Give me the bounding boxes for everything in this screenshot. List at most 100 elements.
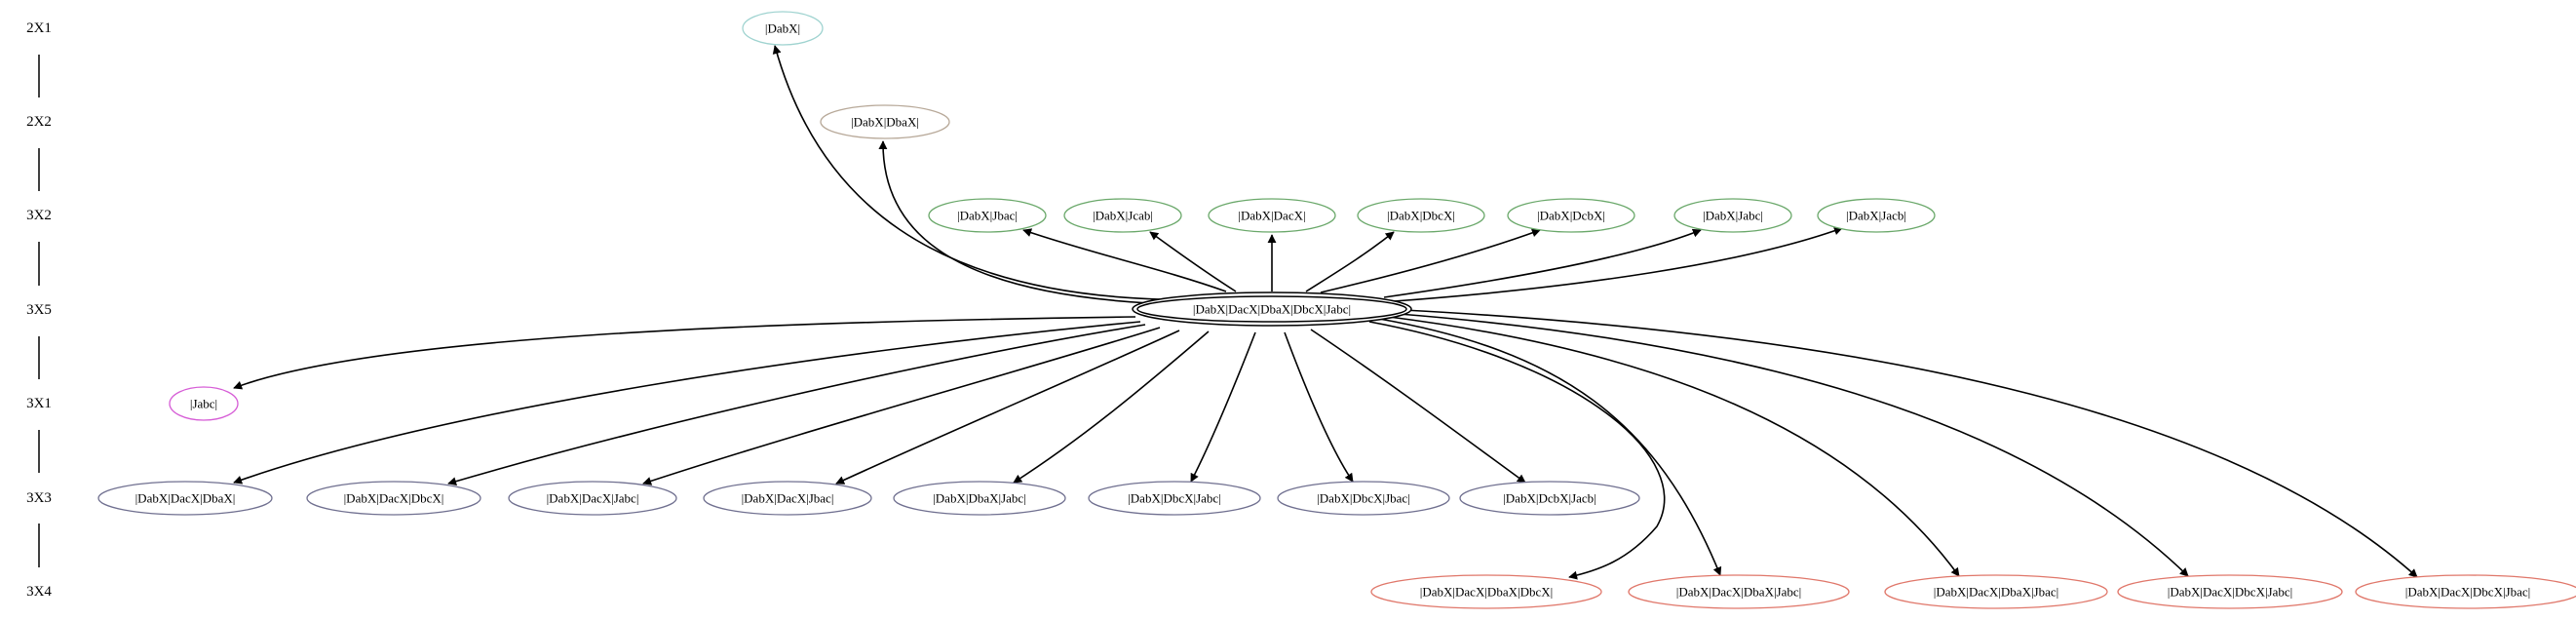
node-n2[interactable]: |DabX|DbaX| — [820, 104, 950, 139]
node-n21[interactable]: |DabX|DacX|DbaX|Jbac| — [1884, 574, 2108, 609]
node-ellipse — [169, 386, 239, 421]
node-label: |Jabc| — [190, 397, 217, 411]
node-label: |DabX|DacX|DbaX|DbcX| — [1420, 585, 1553, 600]
node-ellipse — [1673, 198, 1792, 233]
edge-c-n10 — [233, 316, 1136, 390]
rank-label: 3X3 — [26, 490, 52, 506]
node-label: |DabX|DbaX|Jabc| — [933, 491, 1026, 506]
node-n4[interactable]: |DabX|Jcab| — [1063, 198, 1182, 233]
rank-label: 3X4 — [26, 584, 52, 600]
node-label: |DabX|DcbX| — [1537, 209, 1605, 223]
node-n17[interactable]: |DabX|DbcX|Jbac| — [1277, 481, 1450, 516]
edge-c-n4 — [1149, 231, 1237, 292]
node-label: |DabX|DacX|DbcX|Jbac| — [2405, 585, 2531, 600]
node-label: |DabX|DbcX|Jbac| — [1317, 491, 1410, 506]
node-n15[interactable]: |DabX|DbaX|Jabc| — [893, 481, 1066, 516]
edges — [233, 45, 2418, 580]
node-ellipse — [2117, 574, 2343, 609]
edge-c-n3 — [1022, 228, 1227, 292]
node-n16[interactable]: |DabX|DbcX|Jabc| — [1088, 481, 1261, 516]
node-n8[interactable]: |DabX|Jabc| — [1673, 198, 1792, 233]
node-label: |DabX|Jacb| — [1846, 209, 1906, 223]
node-label: |DabX|DbcX|Jabc| — [1128, 491, 1221, 506]
edge-c-n13 — [642, 327, 1161, 485]
node-ellipse — [928, 198, 1047, 233]
edge-c-n16 — [1190, 331, 1256, 483]
edge-c-n23 — [1403, 309, 2418, 578]
center-node[interactable]: |DabX|DacX|DbaX|DbcX|Jabc| — [1132, 291, 1412, 327]
node-label: |DabX|DcbX|Jacb| — [1503, 491, 1596, 506]
edge-c-n8 — [1383, 228, 1702, 298]
node-ellipse — [1277, 481, 1450, 516]
node-ellipse — [703, 481, 872, 516]
node-label: |DabX|DacX|DbcX|Jabc| — [2168, 585, 2293, 600]
node-ellipse — [1357, 198, 1485, 233]
node-label: |DabX|DacX|DbaX|Jbac| — [1934, 585, 2059, 600]
node-ellipse — [2355, 574, 2576, 609]
node-ellipse — [306, 481, 481, 516]
edge-c-n2 — [878, 140, 1151, 304]
node-ellipse — [893, 481, 1066, 516]
node-ellipse — [1370, 574, 1602, 609]
rank-label: 2X2 — [26, 114, 52, 130]
edge-c-n21 — [1388, 316, 1960, 577]
node-label: |DabX|DacX|DbaX| — [135, 491, 236, 506]
rank-axis: 2X1 2X2 3X2 3X5 3X1 3X3 3X4 — [26, 20, 52, 600]
node-ellipse — [1628, 574, 1850, 609]
edge-c-n7 — [1320, 228, 1541, 293]
node-ellipse — [1459, 481, 1640, 516]
node-ellipse — [97, 481, 273, 516]
node-label: |DabX|DbaX| — [851, 115, 919, 130]
node-n20[interactable]: |DabX|DacX|DbaX|Jabc| — [1628, 574, 1850, 609]
node-ellipse — [1208, 198, 1336, 233]
node-label: |DabX|DacX|DbaX|Jabc| — [1676, 585, 1802, 600]
node-n13[interactable]: |DabX|DacX|Jabc| — [508, 481, 677, 516]
rank-label: 3X5 — [26, 302, 52, 318]
edge-c-n1 — [772, 45, 1161, 300]
edge-c-n20 — [1378, 318, 1722, 576]
node-ellipse — [1136, 295, 1407, 323]
node-label: |DabX|Jbac| — [957, 209, 1018, 223]
edge-c-n22 — [1398, 313, 2189, 577]
node-n9[interactable]: |DabX|Jacb| — [1817, 198, 1936, 233]
node-n10[interactable]: |Jabc| — [169, 386, 239, 421]
edge-c-n12 — [447, 324, 1146, 486]
node-label: |DabX|DacX|DbaX|DbcX|Jabc| — [1193, 302, 1351, 317]
node-n18[interactable]: |DabX|DcbX|Jacb| — [1459, 481, 1640, 516]
node-n6[interactable]: |DabX|DbcX| — [1357, 198, 1485, 233]
node-label: |DabX|DacX| — [1238, 209, 1305, 223]
node-n14[interactable]: |DabX|DacX|Jbac| — [703, 481, 872, 516]
node-n11[interactable]: |DabX|DacX|DbaX| — [97, 481, 273, 516]
rank-label: 2X1 — [26, 20, 52, 36]
node-label: |DabX|DacX|Jabc| — [547, 491, 639, 506]
node-n3[interactable]: |DabX|Jbac| — [928, 198, 1047, 233]
node-ellipse — [1884, 574, 2108, 609]
node-ellipse — [1088, 481, 1261, 516]
node-n19[interactable]: |DabX|DacX|DbaX|DbcX| — [1370, 574, 1602, 609]
node-n5[interactable]: |DabX|DacX| — [1208, 198, 1336, 233]
node-label: |DabX|Jcab| — [1093, 209, 1153, 223]
edge-c-n14 — [835, 330, 1180, 485]
node-n23[interactable]: |DabX|DacX|DbcX|Jbac| — [2355, 574, 2576, 609]
node-label: |DabX|DacX|Jbac| — [742, 491, 834, 506]
node-ellipse — [742, 11, 824, 46]
rank-label: 3X1 — [26, 396, 52, 411]
node-ellipse — [820, 104, 950, 139]
rank-label: 3X2 — [26, 208, 52, 223]
node-n12[interactable]: |DabX|DacX|DbcX| — [306, 481, 481, 516]
node-ellipse — [1507, 198, 1635, 233]
edge-c-n15 — [1013, 330, 1210, 484]
edge-c-n11 — [233, 321, 1141, 485]
nodes: |DabX| |DabX|DbaX| |DabX|Jbac| |DabX|Jcab| |… — [97, 11, 2576, 609]
node-n22[interactable]: |DabX|DacX|DbcX|Jabc| — [2117, 574, 2343, 609]
node-ellipse — [508, 481, 677, 516]
node-n7[interactable]: |DabX|DcbX| — [1507, 198, 1635, 233]
node-n1[interactable]: |DabX| — [742, 11, 824, 46]
node-label: |DabX|Jabc| — [1703, 209, 1763, 223]
edge-c-n17 — [1284, 331, 1354, 483]
edge-c-n19 — [1368, 321, 1666, 580]
node-label: |DabX| — [765, 21, 800, 36]
node-label: |DabX|DbcX| — [1387, 209, 1455, 223]
edge-c-n9 — [1393, 226, 1843, 302]
